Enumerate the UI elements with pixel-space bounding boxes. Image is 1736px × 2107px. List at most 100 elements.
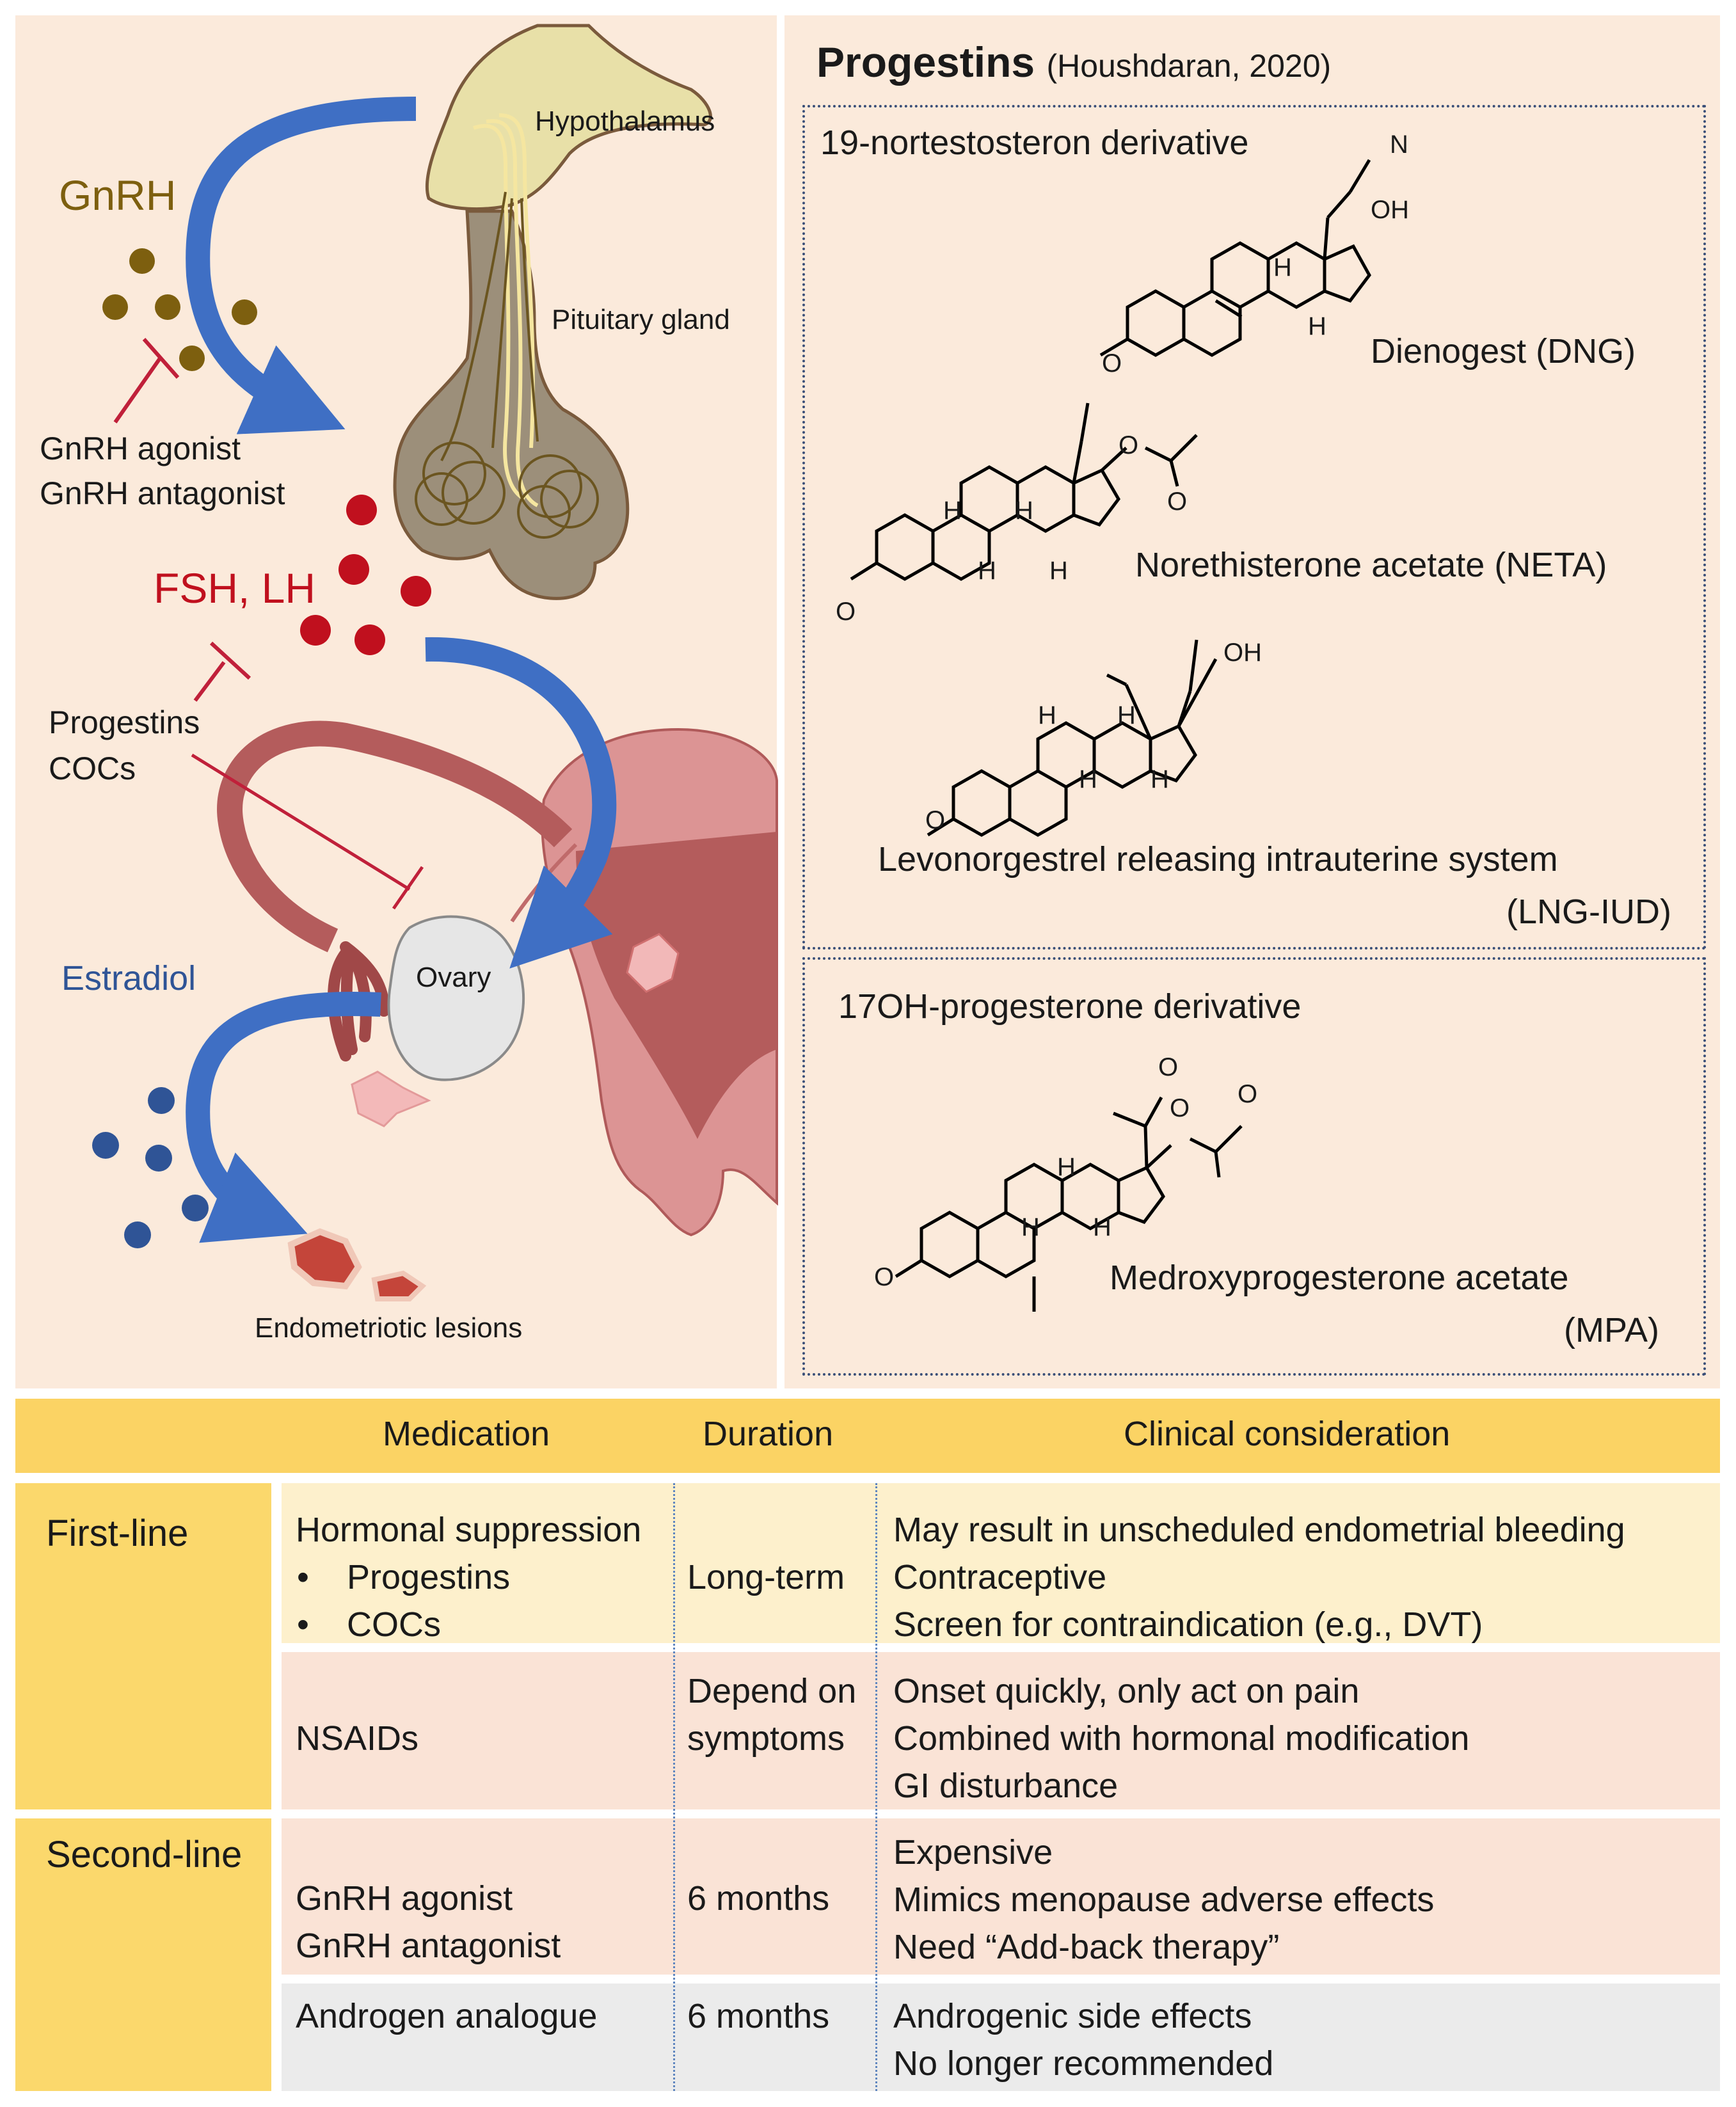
duration-text: 6 months (687, 1879, 830, 1918)
hydroxyprogesterone-group-title: 17OH-progesterone derivative (838, 987, 1302, 1026)
mpa-o-label-1: O (1158, 1053, 1179, 1081)
neta-o-label-2: O (1167, 488, 1188, 516)
progestins-inhibit-marker (191, 753, 424, 910)
mpa-o-label-3: O (1170, 1094, 1190, 1122)
header-medication: Medication (383, 1415, 550, 1453)
pituitary-gland-label: Pituitary gland (552, 304, 730, 335)
neta-o-label-1: O (1119, 431, 1139, 459)
clinical-text: Screen for contraindication (e.g., DVT) (893, 1605, 1483, 1644)
medication-text: Hormonal suppression (296, 1511, 642, 1549)
gnrh-antagonist-label: GnRH antagonist (40, 475, 285, 511)
neta-h-label-4: H (1049, 557, 1068, 585)
mpa-name-line2: (MPA) (1564, 1311, 1659, 1349)
mpa-structure (895, 1096, 1243, 1312)
ovary-shape (387, 915, 525, 1081)
duration-text: Depend on (687, 1672, 857, 1710)
androgen-medication: Androgen analogue (296, 1992, 597, 2040)
androgen-clinical: Androgenic side effects No longer recomm… (893, 1992, 1273, 2087)
fsh-lh-label: FSH, LH (154, 564, 316, 612)
bullet-text: COCs (347, 1605, 441, 1644)
row-nsaids (282, 1652, 1720, 1809)
mpa-o-label-4: O (874, 1263, 895, 1291)
dng-h-label-1: H (1273, 253, 1292, 282)
nsaids-clinical: Onset quickly, only act on pain Combined… (893, 1667, 1469, 1809)
lng-h-label-4: H (1151, 765, 1169, 793)
duration-text: 6 months (687, 1997, 830, 2035)
bullet-item: •COCs (297, 1605, 441, 1644)
progestins-panel (784, 15, 1720, 1388)
duration-text: Long-term (687, 1558, 845, 1596)
neta-h-label-2: H (1015, 497, 1033, 525)
lesion-1 (287, 1228, 362, 1290)
androgen-duration: 6 months (687, 1992, 829, 2040)
first-line-cell (15, 1483, 271, 1809)
hypothalamus-shape (425, 24, 712, 211)
fsh-lh-arrow (425, 637, 617, 969)
progestins-title: Progestins (Houshdaran, 2020) (816, 41, 1331, 83)
neta-name: Norethisterone acetate (NETA) (1135, 546, 1607, 584)
hormonal-medication: Hormonal suppression •Progestins •COCs (296, 1506, 641, 1648)
bullet-text: Progestins (347, 1558, 511, 1596)
second-line-label: Second-line (46, 1834, 243, 1875)
clinical-text: May result in unscheduled endometrial bl… (893, 1511, 1625, 1549)
endometrial-cell-2 (351, 1070, 431, 1127)
medication-text: Androgen analogue (296, 1997, 598, 2035)
fsh-lh-dots (300, 495, 431, 655)
second-line-cell (15, 1818, 271, 2091)
citation: (Houshdaran, 2020) (1046, 48, 1332, 84)
clinical-text: Contraceptive (893, 1558, 1107, 1596)
gnrh-clinical: Expensive Mimics menopause adverse effec… (893, 1829, 1434, 1971)
hormonal-clinical: May result in unscheduled endometrial bl… (893, 1506, 1625, 1648)
bullet-item: •Progestins (297, 1558, 511, 1596)
dng-o-label: O (1102, 349, 1122, 378)
header-clinical: Clinical consideration (1124, 1415, 1451, 1453)
ovary-label: Ovary (416, 962, 491, 993)
gnrh-agonist-label: GnRH agonist (40, 431, 241, 466)
medication-text: GnRH antagonist (296, 1927, 561, 1965)
clinical-text: Combined with hormonal modification (893, 1719, 1470, 1758)
nortestosterone-group-box (802, 105, 1706, 950)
clinical-text: No longer recommended (893, 2044, 1274, 2083)
nsaids-duration: Depend on symptoms (687, 1667, 856, 1762)
lng-structure (927, 639, 1218, 837)
dng-h-label-2: H (1308, 312, 1326, 340)
clinical-text: Onset quickly, only act on pain (893, 1672, 1360, 1710)
dienogest-structure (1099, 159, 1371, 357)
endometriotic-lesions-label: Endometriotic lesions (255, 1312, 523, 1344)
clinical-text: Need “Add-back therapy” (893, 1928, 1280, 1966)
medication-text: NSAIDs (296, 1719, 419, 1758)
neta-o-label-3: O (836, 598, 856, 626)
gnrh-dots (102, 248, 257, 371)
row-gnrh (282, 1818, 1720, 1975)
clinical-text: Mimics menopause adverse effects (893, 1880, 1435, 1919)
header-duration: Duration (703, 1415, 834, 1453)
uterine-cavity (576, 832, 777, 1139)
gnrh-label: GnRH (59, 171, 177, 219)
gnrh-duration: 6 months (687, 1875, 829, 1922)
nortestosterone-group-title: 19-nortestosteron derivative (820, 123, 1249, 162)
gnrh-inhibit-marker (113, 338, 180, 424)
fallopian-tube (217, 720, 573, 953)
first-line-label: First-line (46, 1513, 189, 1554)
table-header-bar (15, 1399, 1720, 1473)
dienogest-name: Dienogest (DNG) (1371, 332, 1636, 370)
nsaids-medication: NSAIDs (296, 1715, 418, 1762)
neta-structure (850, 402, 1198, 581)
mpa-h-label-1: H (1057, 1153, 1076, 1181)
estradiol-arrow (186, 992, 381, 1243)
hydroxyprogesterone-group-box (802, 957, 1706, 1376)
column-divider-2 (875, 1483, 877, 2091)
cocs-label: COCs (49, 751, 136, 786)
estradiol-label: Estradiol (61, 959, 196, 998)
clinical-text: Expensive (893, 1833, 1053, 1872)
gnrh-arrow (186, 97, 417, 434)
lng-name-line2: (LNG-IUD) (1506, 893, 1671, 931)
row-androgen (282, 1984, 1720, 2091)
endometrial-cell-1 (626, 933, 680, 993)
clinical-text: GI disturbance (893, 1767, 1119, 1805)
column-divider-1 (673, 1483, 675, 2091)
lng-h-label-1: H (1038, 701, 1056, 729)
lng-oh-label: OH (1223, 639, 1262, 667)
mpa-name-line1: Medroxyprogesterone acetate (1110, 1259, 1569, 1297)
